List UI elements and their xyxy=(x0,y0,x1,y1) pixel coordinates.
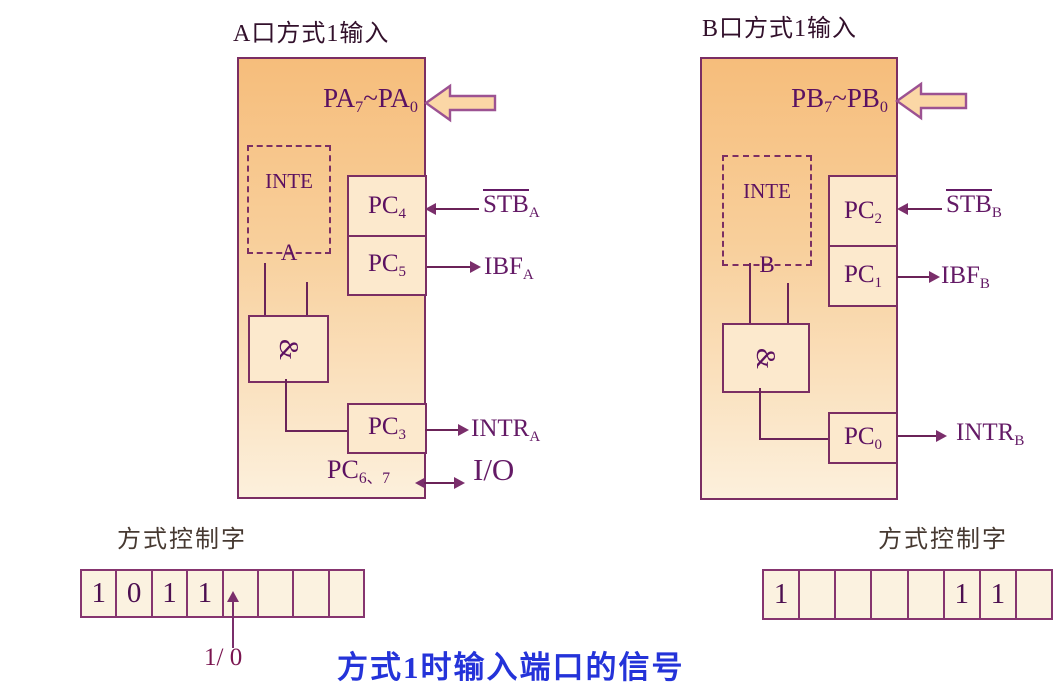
port-a-bus-label: PA7~PA0 xyxy=(323,83,418,117)
pc5-box: PC5 xyxy=(347,235,427,296)
inte-b-box: INTE B xyxy=(722,155,812,277)
gate-b-output-hline xyxy=(759,438,828,440)
bit-pointer-label: 1/ 0 xyxy=(204,644,243,671)
pc4-box: PC4 xyxy=(347,175,427,239)
register-cell: 1 xyxy=(82,571,118,616)
io-label: I/O xyxy=(473,452,515,487)
inte-a-box: INTE A xyxy=(247,145,331,265)
inte-b-to-gate-line xyxy=(749,263,751,323)
pc5-label: PC5 xyxy=(367,250,407,280)
ibf-a-arrow xyxy=(427,261,481,273)
inte-b-suffix: B xyxy=(759,252,775,277)
stb-b-arrowhead xyxy=(897,203,908,215)
pc4-label: PC4 xyxy=(367,191,407,222)
register-cell xyxy=(224,571,259,616)
pc67-label: PC6、7 xyxy=(327,455,391,487)
intr-a-label: INTRA xyxy=(471,415,541,445)
intr-b-label: INTRB xyxy=(956,419,1025,449)
pc2-label: PC2 xyxy=(843,196,883,227)
pc0-label: PC0 xyxy=(843,422,883,453)
register-cell xyxy=(294,571,330,616)
register-cell xyxy=(1017,571,1051,618)
inte-a-label: INTE xyxy=(265,169,313,193)
control-word-b-label: 方式控制字 xyxy=(878,527,1008,553)
port-a-title: A口方式1输入 xyxy=(233,21,390,47)
stb-b-arrow xyxy=(897,203,943,215)
register-cell: 1 xyxy=(945,571,981,618)
intr-b-arrow xyxy=(898,430,948,442)
register-cell: 1 xyxy=(981,571,1017,618)
bus-input-arrow-icon xyxy=(895,81,968,121)
intr-a-arrow xyxy=(425,424,469,436)
intr-a-arrowhead xyxy=(458,424,469,436)
inte-b-label: INTE xyxy=(743,179,791,203)
register-cell xyxy=(259,571,295,616)
register-cell xyxy=(800,571,837,618)
ibf-a-arrowhead xyxy=(470,261,481,273)
stb-a-arrowhead xyxy=(425,203,436,215)
register-cell: 1 xyxy=(188,571,224,616)
stb-a-arrow xyxy=(425,203,479,215)
pc3-label: PC3 xyxy=(367,413,407,443)
and-gate-a: & xyxy=(248,315,329,383)
gate-a-output-vline xyxy=(285,379,287,432)
gate-b-output-vline xyxy=(759,388,761,440)
register-cell: 1 xyxy=(764,571,801,618)
port-b-title: B口方式1输入 xyxy=(702,16,858,42)
ibf-b-label: IBFB xyxy=(941,262,990,292)
and-gate-b: & xyxy=(722,323,810,393)
strobe-a-to-gate-line xyxy=(306,282,308,315)
ibf-b-arrowhead xyxy=(929,271,940,283)
strobe-b-to-gate-line xyxy=(787,283,789,323)
stb-a-label: STBA xyxy=(483,189,540,221)
port-b-bus-label: PB7~PB0 xyxy=(791,83,888,117)
ibf-a-label: IBFA xyxy=(484,253,534,283)
register-cell: 0 xyxy=(117,571,153,616)
stb-b-label: STBB xyxy=(946,189,1002,221)
register-cell xyxy=(872,571,909,618)
ibf-b-arrow xyxy=(897,271,941,283)
inte-a-to-gate-line xyxy=(264,263,266,315)
pc0-box: PC0 xyxy=(828,412,898,464)
pc1-box: PC1 xyxy=(828,245,898,307)
caption: 方式1时输入端口的信号 xyxy=(337,650,685,685)
io-arrow xyxy=(415,477,465,489)
bit-pointer-arrow xyxy=(227,591,239,649)
inte-a-suffix: A xyxy=(280,240,298,265)
pc1-label: PC1 xyxy=(843,260,883,291)
pc3-box: PC3 xyxy=(347,403,427,454)
control-word-a-label: 方式控制字 xyxy=(117,527,247,553)
register-cell: 1 xyxy=(153,571,189,616)
register-cell xyxy=(909,571,945,618)
bus-input-arrow-icon xyxy=(424,83,497,123)
intr-b-arrowhead xyxy=(936,430,947,442)
gate-a-output-hline xyxy=(285,430,347,432)
register-cell xyxy=(836,571,873,618)
